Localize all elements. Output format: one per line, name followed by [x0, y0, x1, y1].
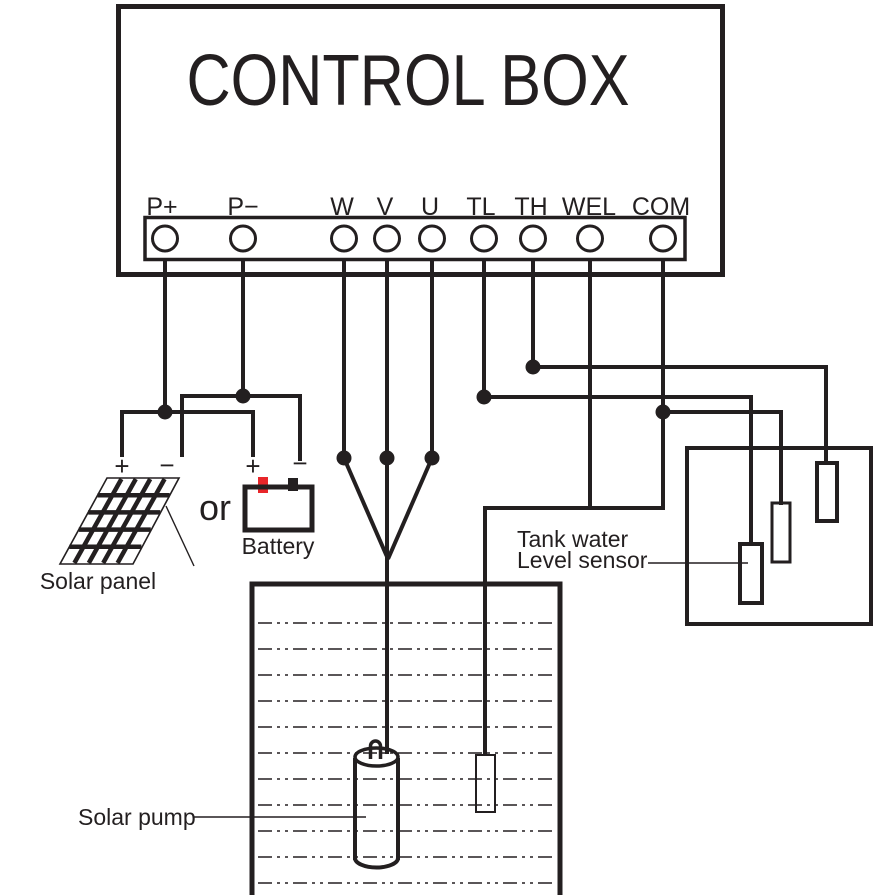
tank-walls: [249, 581, 563, 895]
solar-panel-grid-line: [115, 477, 167, 565]
junction-dot-com: [655, 404, 671, 420]
solar-panel-grid-line: [72, 477, 124, 565]
battery-body: [242, 484, 315, 533]
junction-dot-p-minus: [235, 388, 251, 404]
solar-panel-stand-line: [165, 505, 195, 567]
terminal-strip: [143, 215, 687, 262]
terminal-screw-tl: [470, 224, 498, 253]
well-water-probe: [475, 754, 496, 813]
control-box-title: CONTROL BOX: [187, 41, 630, 121]
junction-dot-w: [336, 450, 352, 466]
junction-dot-tl: [476, 389, 492, 405]
wires: [120, 258, 828, 756]
battery-plus-sign: +: [245, 451, 260, 481]
terminal-screw-w: [330, 224, 358, 253]
control-box: CONTROL BOX P+ P− W V U TL TH WEL COM: [116, 4, 725, 277]
solar-pump-label: Solar pump: [78, 804, 196, 830]
junction-dot-u: [424, 450, 440, 466]
or-text: or: [199, 487, 231, 528]
pump-body-bottom: [353, 857, 400, 870]
tank-sensor-label-line2: Level sensor: [517, 547, 648, 573]
terminal-screw-p-plus: [151, 224, 179, 253]
wire-w-diagonal: [342, 457, 390, 560]
terminal-screw-v: [373, 224, 401, 253]
terminal-screw-p-minus: [229, 224, 257, 253]
terminal-label-v: V: [377, 193, 394, 221]
solar-panel-grid: [69, 477, 170, 565]
terminal-screw-u: [418, 224, 446, 253]
wire-u-diagonal: [386, 457, 434, 560]
junction-dot-p-plus: [157, 404, 173, 420]
water-level-lines: [258, 622, 554, 884]
control-box-outline: [116, 4, 725, 277]
solar-panel-grid-line: [86, 477, 138, 565]
solar-pump: Solar pump: [78, 739, 400, 870]
tank-level-sensor-box: Tank water Level sensor: [517, 446, 873, 626]
battery: or + − Battery: [199, 448, 315, 559]
junction-dot-th: [525, 359, 541, 375]
sensor-box-outline: [685, 446, 873, 626]
tank-sensor-label-line1: Tank water: [517, 526, 629, 552]
terminal-strip-outline: [143, 215, 687, 262]
solar-panel-label: Solar panel: [40, 568, 156, 594]
solar-panel: + − Solar panel: [40, 450, 195, 594]
pump-top-ellipse: [353, 746, 400, 768]
battery-minus-sign: −: [292, 448, 307, 478]
junction-dot-v: [379, 450, 395, 466]
sensor-probe-low: [738, 542, 764, 605]
solar-panel-grid-line: [101, 477, 153, 565]
terminal-screw-com: [649, 224, 677, 253]
solar-panel-plus-sign: +: [114, 451, 129, 481]
solar-panel-minus-sign: −: [159, 450, 174, 480]
sensor-probe-mid: [770, 501, 792, 564]
sensor-probe-high: [815, 461, 839, 523]
terminal-screw-wel: [576, 224, 604, 253]
terminal-label-u: U: [421, 193, 439, 221]
battery-label: Battery: [242, 533, 315, 559]
terminal-screw-th: [519, 224, 547, 253]
pump-cable-gland: [368, 739, 383, 759]
solar-panel-outline: [58, 477, 181, 565]
well-tank: [249, 581, 563, 895]
